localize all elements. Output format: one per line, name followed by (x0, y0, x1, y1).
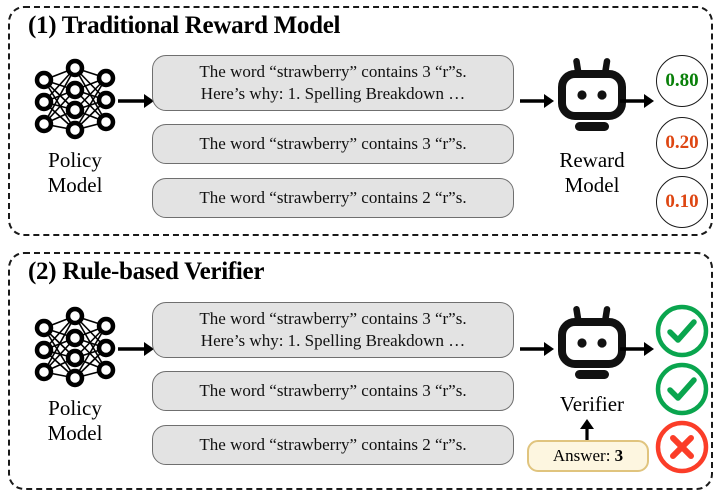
arrow-responses-to-verifier (520, 340, 554, 358)
response-bubble: The word “strawberry” contains 2 “r”s. (152, 178, 514, 218)
response-bubble: The word “strawberry” contains 3 “r”s. H… (152, 55, 514, 111)
response-line-1: The word “strawberry” contains 3 “r”s. (199, 381, 467, 400)
policy-model-label-line1: Policy (48, 148, 102, 172)
verifier-label-line1: Verifier (559, 392, 625, 416)
neural-network-icon (27, 300, 123, 392)
response-line-1: The word “strawberry” contains 3 “r”s. (199, 134, 467, 153)
response-line-2: Here’s why: 1. Spelling Breakdown … (200, 331, 466, 350)
response-bubble: The word “strawberry” contains 2 “r”s. (152, 425, 514, 465)
response-line-2: Here’s why: 1. Spelling Breakdown … (200, 84, 466, 103)
arrow-policy-to-responses-2 (118, 340, 154, 358)
policy-model-label-line1: Policy (48, 396, 102, 420)
robot-icon (556, 306, 628, 382)
policy-model-label-line2: Model (47, 421, 103, 445)
response-line-1: The word “strawberry” contains 3 “r”s. (199, 309, 467, 328)
score-badge: 0.10 (656, 176, 708, 228)
verifier-label: Verifier (532, 392, 652, 417)
reward-model-label: Reward Model (532, 148, 652, 198)
policy-model-label-line2: Model (47, 173, 103, 197)
arrow-responses-to-reward-model (520, 92, 554, 110)
response-bubble: The word “strawberry” contains 3 “r”s. H… (152, 302, 514, 358)
response-bubble: The word “strawberry” contains 3 “r”s. (152, 124, 514, 164)
answer-value: 3 (614, 446, 624, 465)
arrow-verifier-to-verdicts (620, 340, 654, 358)
answer-label: Answer: (552, 446, 611, 465)
response-line-1: The word “strawberry” contains 3 “r”s. (199, 62, 467, 81)
check-icon (654, 361, 710, 417)
score-badge: 0.20 (656, 117, 708, 169)
panel-title-1: (1) Traditional Reward Model (28, 12, 341, 39)
score-badge: 0.80 (656, 55, 708, 107)
reward-model-label-line2: Model (564, 173, 620, 197)
robot-icon (556, 58, 628, 134)
policy-model-label-1: Policy Model (20, 148, 130, 198)
arrow-reward-model-to-scores (620, 92, 654, 110)
check-icon (654, 303, 710, 359)
neural-network-icon (27, 52, 123, 144)
answer-box: Answer: 3 (527, 440, 649, 472)
arrow-policy-to-responses-1 (118, 92, 154, 110)
panel-title-2: (2) Rule-based Verifier (28, 258, 265, 285)
cross-icon (654, 419, 710, 475)
response-line-1: The word “strawberry” contains 2 “r”s. (199, 188, 467, 207)
response-bubble: The word “strawberry” contains 3 “r”s. (152, 371, 514, 411)
policy-model-label-2: Policy Model (20, 396, 130, 446)
reward-model-label-line1: Reward (559, 148, 625, 172)
response-line-1: The word “strawberry” contains 2 “r”s. (199, 435, 467, 454)
